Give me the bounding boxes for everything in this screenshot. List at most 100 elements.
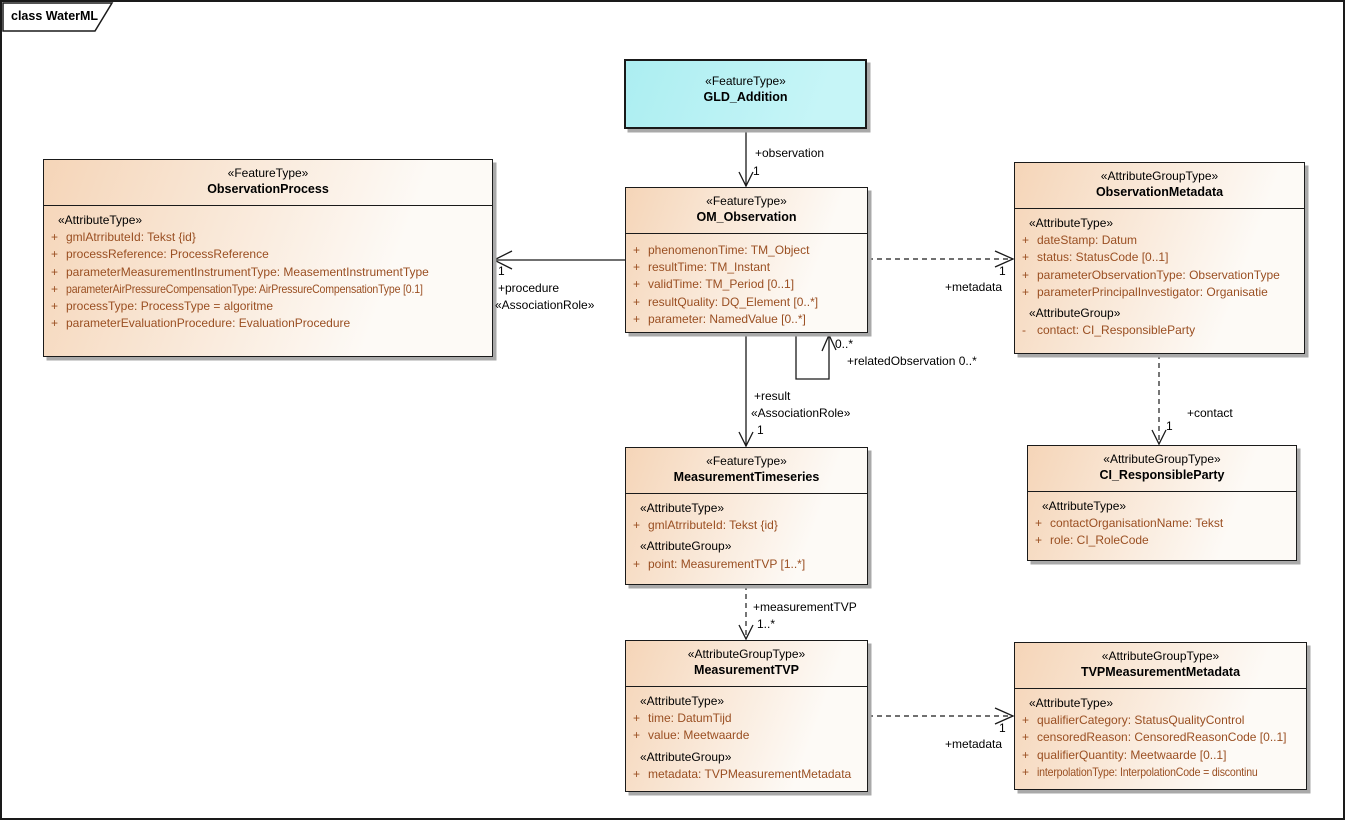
attribute-text: parameterMeasurementInstrumentType: Meas… xyxy=(66,264,429,279)
attribute-row: +censoredReason: CensoredReasonCode [0..… xyxy=(1015,729,1306,746)
attribute-row: +role: CI_RoleCode xyxy=(1028,532,1296,549)
connector-metadata-observation[interactable] xyxy=(868,250,1015,268)
class-measurement-tvp[interactable]: «AttributeGroupType» MeasurementTVP «Att… xyxy=(625,640,868,792)
connector-observation[interactable] xyxy=(738,130,754,188)
visibility: + xyxy=(51,281,59,296)
attributes-compartment: «AttributeType» + dateStamp: Datum + statu… xyxy=(1015,208,1304,339)
attributes-compartment: +phenomenonTime: TM_Object +resultTime: … xyxy=(626,233,867,328)
role-label-contact: +contact xyxy=(1187,406,1233,420)
multiplicity-metadata-bottom: 1 xyxy=(999,721,1006,735)
role-label-metadata-top: +metadata xyxy=(945,280,1003,294)
class-name: MeasurementTimeseries xyxy=(673,470,820,484)
connector-related-observation-selfloop[interactable] xyxy=(795,333,837,380)
class-name: OM_Observation xyxy=(696,210,797,224)
stereotype-label: «AttributeGroupType» xyxy=(687,647,806,661)
attribute-row: +time: DatumTijd xyxy=(626,710,867,727)
visibility: + xyxy=(1022,233,1030,248)
attribute-text: contactOrganisationName: Tekst xyxy=(1050,516,1224,531)
attribute-text: phenomenonTime: TM_Object xyxy=(648,243,810,257)
visibility: + xyxy=(51,264,59,279)
visibility: + xyxy=(633,277,641,292)
visibility: + xyxy=(633,556,641,571)
multiplicity-contact: 1 xyxy=(1166,419,1173,433)
attribute-row: +qualifierQuantity: Meetwaarde [0..1] xyxy=(1015,747,1306,764)
visibility: + xyxy=(1022,713,1030,728)
role-label-measurement-tvp: +measurementTVP xyxy=(753,600,857,614)
attribute-row: +parameter: NamedValue [0..*] xyxy=(626,311,867,328)
role-label-metadata-bottom: +metadata xyxy=(945,737,1003,751)
section-label: «AttributeGroup» xyxy=(1029,306,1121,321)
visibility: + xyxy=(633,260,641,275)
attribute-row: + resultQuality: DQ_Element [0..*] xyxy=(626,294,867,311)
stereotype-label: «AttributeGroupType» xyxy=(1100,169,1219,183)
class-om-observation[interactable]: «FeatureType» OM_Observation +phenomenon… xyxy=(625,187,868,333)
connector-procedure[interactable] xyxy=(492,250,625,270)
class-measurement-timeseries[interactable]: «FeatureType» MeasurementTimeseries «Att… xyxy=(625,447,868,585)
frame-title: class WaterML xyxy=(11,9,99,23)
section-label: «AttributeType» xyxy=(58,213,143,227)
class-header: «FeatureType» MeasurementTimeseries xyxy=(626,448,867,493)
visibility: + xyxy=(1022,730,1030,745)
role-label-procedure: +procedure xyxy=(498,281,560,295)
class-name: MeasurementTVP xyxy=(694,663,799,677)
attribute-text: dateStamp: Datum xyxy=(1037,233,1138,248)
stereotype-label-procedure: «AssociationRole» xyxy=(495,298,595,312)
class-header: «AttributeGroupType» TVPMeasurementMetad… xyxy=(1015,643,1306,688)
class-observation-process[interactable]: «FeatureType» ObservationProcess «Attrib… xyxy=(43,159,493,357)
visibility: + xyxy=(633,294,641,309)
class-ci-responsible-party[interactable]: «AttributeGroupType» CI_ResponsibleParty… xyxy=(1027,445,1297,561)
stereotype-label-result: «AssociationRole» xyxy=(751,406,851,420)
attribute-text: parameterObservationType: ObservationTyp… xyxy=(1037,267,1280,282)
attribute-text: status: StatusCode [0..1] xyxy=(1037,250,1169,265)
section-label: «AttributeGroup» xyxy=(640,539,732,554)
attribute-text: qualifierCategory: StatusQualityControl xyxy=(1037,713,1245,728)
attribute-text: gmlAtrributeId: Tekst {id} xyxy=(66,230,196,245)
attribute-row: + parameterEvaluationProcedure: Evaluatio… xyxy=(44,315,492,332)
visibility: + xyxy=(1022,250,1030,265)
connector-contact[interactable] xyxy=(1151,354,1167,446)
visibility: + xyxy=(51,316,59,331)
visibility: + xyxy=(633,728,641,743)
class-name: ObservationProcess xyxy=(207,182,329,196)
attribute-text: metadata: TVPMeasurementMetadata xyxy=(648,766,852,781)
connector-result[interactable] xyxy=(738,333,754,448)
attribute-row: +parameterPrincipalInvestigator: Organis… xyxy=(1015,284,1304,301)
class-gld-addition[interactable]: «FeatureType» GLD_Addition xyxy=(624,59,867,129)
attribute-row: + qualifierCategory: StatusQualityControl xyxy=(1015,712,1306,729)
multiplicity-procedure: 1 xyxy=(498,264,505,278)
class-header: «AttributeGroupType» MeasurementTVP xyxy=(626,641,867,686)
connector-metadata-tvp[interactable] xyxy=(868,707,1015,725)
attribute-row: +metadata: TVPMeasurementMetadata xyxy=(626,766,867,783)
visibility: + xyxy=(51,230,59,245)
visibility: + xyxy=(1022,267,1030,282)
visibility: + xyxy=(1022,284,1030,299)
attributes-compartment: «AttributeType» +contactOrganisationName… xyxy=(1028,491,1296,550)
class-name: TVPMeasurementMetadata xyxy=(1080,665,1241,679)
attribute-text: parameter: NamedValue [0..*] xyxy=(648,311,806,326)
stereotype-label: «FeatureType» xyxy=(227,166,309,180)
multiplicity-related-observation: 0..* xyxy=(835,337,854,351)
attribute-text: resultQuality: DQ_Element [0..*] xyxy=(648,294,819,309)
class-header: «FeatureType» GLD_Addition xyxy=(626,61,865,113)
attribute-row: +interpolationType: InterpolationCode = … xyxy=(1015,764,1306,781)
attributes-compartment: «AttributeType» +time: DatumTijd +value:… xyxy=(626,686,867,783)
attribute-row: + gmlAtrributeId: Tekst {id} xyxy=(626,517,867,534)
class-observation-metadata[interactable]: «AttributeGroupType» ObservationMetadata… xyxy=(1014,162,1305,354)
stereotype-label: «FeatureType» xyxy=(705,74,786,88)
attribute-row: +processType: ProcessType = algoritme xyxy=(44,298,492,315)
class-name: GLD_Addition xyxy=(703,90,788,104)
attribute-text: gmlAtrributeId: Tekst {id} xyxy=(648,518,778,533)
connector-measurement-tvp[interactable] xyxy=(738,585,754,641)
visibility: + xyxy=(633,711,641,726)
attribute-text: processReference: ProcessReference xyxy=(66,247,269,262)
section-label: «AttributeGroup» xyxy=(640,749,732,764)
attribute-text: point: MeasurementTVP [1..*] xyxy=(648,556,806,571)
stereotype-label: «AttributeGroupType» xyxy=(1103,452,1221,466)
class-tvp-measurement-metadata[interactable]: «AttributeGroupType» TVPMeasurementMetad… xyxy=(1014,642,1307,790)
attribute-text: value: Meetwaarde xyxy=(648,728,750,743)
attribute-text: parameterEvaluationProcedure: Evaluation… xyxy=(66,316,351,331)
visibility: + xyxy=(633,518,641,533)
section-label: «AttributeType» xyxy=(1029,216,1114,230)
attribute-text: interpolationType: InterpolationCode = d… xyxy=(1037,764,1258,779)
class-header: «FeatureType» ObservationProcess xyxy=(44,160,492,205)
